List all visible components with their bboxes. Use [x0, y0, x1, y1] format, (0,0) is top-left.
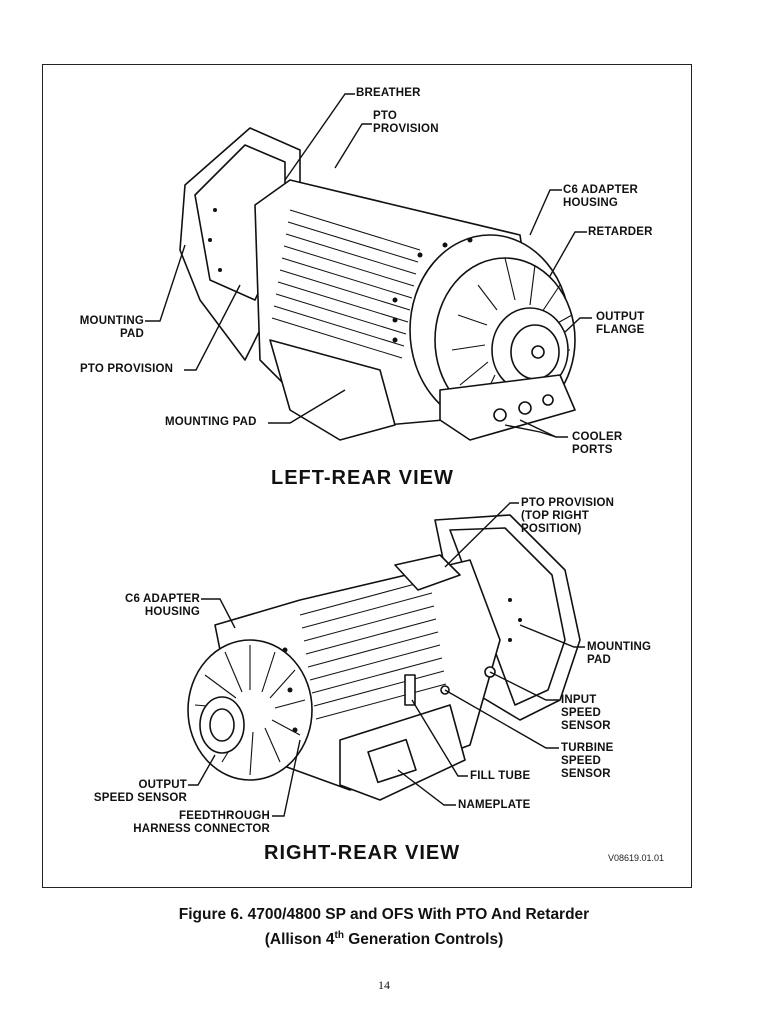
label-line: SPEED — [561, 755, 601, 767]
label-mounting-pad-bottom: MOUNTING PAD — [165, 416, 257, 428]
drawing-code: V08619.01.01 — [608, 853, 665, 863]
label-line: COOLER — [572, 431, 623, 443]
label-line: SPEED SENSOR — [93, 792, 187, 804]
label-c6-adapter-housing-top: C6 ADAPTER HOUSING — [563, 184, 638, 210]
caption-line-2: (Allison 4th Generation Controls) — [0, 925, 768, 950]
label-line: SPEED — [561, 707, 601, 719]
label-pto-provision-top-right: PTO PROVISION (TOP RIGHT POSITION) — [521, 497, 614, 536]
label-pto-provision-left: PTO PROVISION — [80, 363, 174, 375]
label-mounting-pad-left: MOUNTING PAD — [76, 315, 144, 341]
caption-superscript: th — [334, 930, 344, 941]
label-c6-adapter-housing-bottom: C6 ADAPTER HOUSING — [108, 593, 200, 619]
label-line: HOUSING — [144, 606, 200, 618]
label-line: MOUNTING — [79, 315, 144, 327]
label-retarder: RETARDER — [588, 226, 653, 238]
label-line: SENSOR — [561, 768, 611, 780]
label-output-flange: OUTPUT FLANGE — [596, 311, 644, 337]
right-rear-view-title: RIGHT-REAR VIEW — [264, 842, 461, 864]
label-line: C6 ADAPTER — [563, 184, 639, 196]
label-output-speed-sensor: OUTPUT SPEED SENSOR — [80, 779, 187, 805]
label-fill-tube: FILL TUBE — [470, 770, 531, 782]
figure-caption: Figure 6. 4700/4800 SP and OFS With PTO … — [0, 904, 768, 950]
label-line: HARNESS CONNECTOR — [133, 823, 270, 835]
label-line: PTO — [373, 110, 398, 122]
label-line: C6 ADAPTER — [124, 593, 200, 605]
label-line: TURBINE — [561, 742, 614, 754]
figure-frame — [42, 64, 692, 888]
label-feedthrough-harness-connector: FEEDTHROUGH HARNESS CONNECTOR — [118, 810, 270, 836]
caption-line-2-prefix: (Allison 4 — [264, 931, 335, 949]
caption-line-2-suffix: Generation Controls) — [343, 931, 504, 949]
label-cooler-ports: COOLER PORTS — [572, 431, 622, 457]
label-line: PTO PROVISION — [521, 497, 615, 509]
label-line: PAD — [119, 328, 144, 340]
label-mounting-pad-right: MOUNTING PAD — [587, 641, 651, 667]
label-line: OUTPUT — [596, 311, 645, 323]
caption-line-1: Figure 6. 4700/4800 SP and OFS With PTO … — [178, 906, 590, 923]
page-number: 14 — [378, 978, 390, 992]
label-pto-provision-top: PTO PROVISION — [373, 110, 439, 136]
label-line: INPUT — [561, 694, 597, 706]
label-line: SENSOR — [561, 720, 611, 732]
left-rear-view-title: LEFT-REAR VIEW — [271, 467, 454, 489]
label-line: (TOP RIGHT — [521, 510, 590, 522]
label-turbine-speed-sensor: TURBINE SPEED SENSOR — [561, 742, 614, 781]
leader-lines — [145, 93, 592, 817]
label-line: FLANGE — [596, 324, 645, 336]
label-line: PROVISION — [373, 123, 439, 135]
right-rear-transmission-drawing — [187, 514, 581, 801]
label-line: POSITION) — [521, 523, 582, 535]
label-nameplate: NAMEPLATE — [458, 799, 531, 811]
label-line: HOUSING — [563, 197, 619, 209]
left-rear-transmission-drawing — [179, 127, 576, 441]
label-line: PORTS — [572, 444, 613, 456]
label-line: FEEDTHROUGH — [178, 810, 270, 822]
label-line: PAD — [587, 654, 612, 666]
label-line: OUTPUT — [138, 779, 187, 791]
label-input-speed-sensor: INPUT SPEED SENSOR — [561, 694, 611, 733]
label-line: MOUNTING — [587, 641, 652, 653]
label-breather: BREATHER — [356, 87, 421, 99]
